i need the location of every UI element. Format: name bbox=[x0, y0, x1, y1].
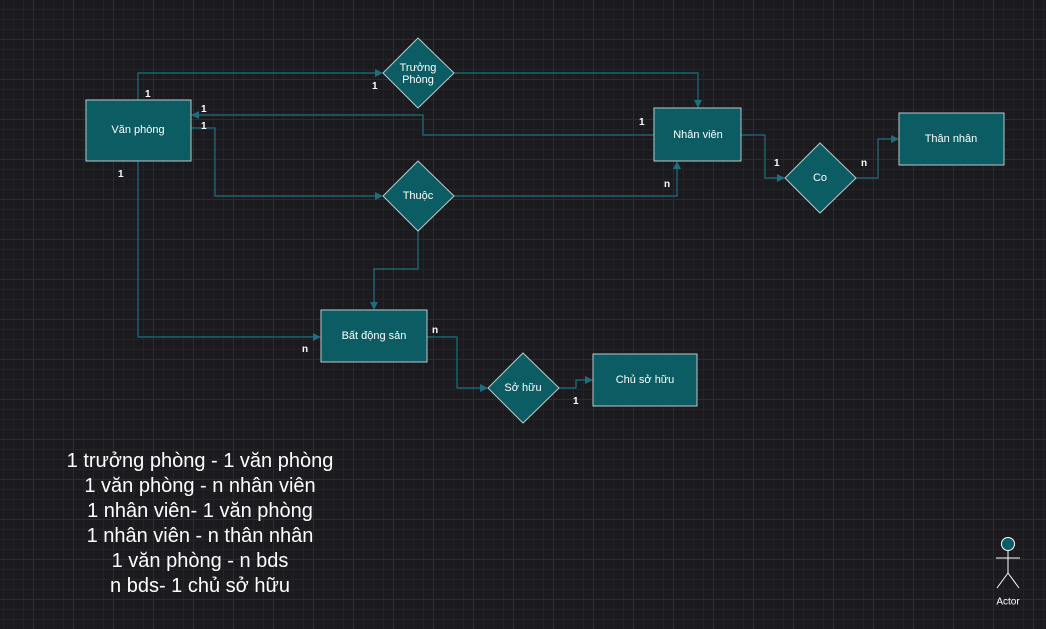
cardinality-label: n bbox=[432, 325, 438, 336]
entity-than-nhan-label: Thân nhân bbox=[925, 133, 978, 145]
cardinality-label: 1 bbox=[573, 396, 579, 407]
edge-thuoc-nhanvien[interactable] bbox=[454, 161, 681, 197]
cardinality-label: 1 bbox=[201, 104, 207, 115]
note-line: 1 nhân viên- 1 văn phòng bbox=[87, 500, 313, 522]
entity-bat-dong-san-label: Bất động sản bbox=[342, 330, 407, 342]
edge-thuoc-batdongsan[interactable] bbox=[370, 231, 419, 310]
entity-van-phong-label: Văn phòng bbox=[111, 124, 164, 136]
relationship-truong-phong-label-line2: Phòng bbox=[402, 74, 434, 86]
entity-than-nhan[interactable]: Thân nhân bbox=[898, 112, 1005, 166]
entity-nhan-vien[interactable]: Nhân viên bbox=[653, 107, 742, 162]
actor-head-icon bbox=[1001, 537, 1015, 551]
note-line: 1 nhân viên - n thân nhân bbox=[86, 525, 314, 547]
entity-van-phong[interactable]: Văn phòng bbox=[85, 99, 192, 162]
note-line: 1 văn phòng - n bds bbox=[111, 550, 289, 572]
cardinality-label: 1 bbox=[145, 89, 151, 100]
edge-co-thannhan[interactable] bbox=[856, 135, 899, 179]
entity-nhan-vien-label: Nhân viên bbox=[673, 129, 723, 141]
edge-truongphong-nhanvien[interactable] bbox=[454, 72, 702, 108]
note-line: n bds- 1 chủ sở hữu bbox=[110, 575, 290, 597]
notes-text-block[interactable]: 1 trưởng phòng - 1 văn phòng 1 văn phòng… bbox=[40, 449, 360, 599]
relationship-so-huu[interactable]: Sở hữu bbox=[487, 352, 560, 424]
relationship-truong-phong-label-line1: Trưởng bbox=[400, 62, 437, 74]
edge-vanphong-batdongsan[interactable] bbox=[137, 161, 321, 341]
edge-sohuu-chusohuu[interactable] bbox=[559, 376, 593, 389]
cardinality-label: 1 bbox=[774, 158, 780, 169]
note-line: 1 văn phòng - n nhân viên bbox=[84, 475, 316, 497]
edge-batdongsan-sohuu[interactable] bbox=[427, 336, 488, 392]
entity-bat-dong-san[interactable]: Bất động sản bbox=[320, 309, 428, 363]
relationship-co-label: Co bbox=[813, 172, 827, 184]
cardinality-label: 1 bbox=[372, 81, 378, 92]
entity-chu-so-huu[interactable]: Chủ sở hữu bbox=[592, 353, 698, 407]
relationship-co[interactable]: Co bbox=[784, 142, 857, 214]
cardinality-label: n bbox=[664, 179, 670, 190]
relationship-thuoc[interactable]: Thuộc bbox=[382, 160, 455, 232]
edge-vanphong-thuoc[interactable] bbox=[191, 127, 383, 200]
note-line: 1 trưởng phòng - 1 văn phòng bbox=[66, 450, 334, 472]
cardinality-label: 1 bbox=[639, 117, 645, 128]
actor-label: Actor bbox=[996, 597, 1020, 608]
cardinality-label: 1 bbox=[201, 121, 207, 132]
relationship-truong-phong[interactable]: Trưởng Phòng bbox=[382, 37, 455, 109]
actor-shape[interactable]: Actor bbox=[996, 537, 1020, 608]
cardinality-label: 1 bbox=[118, 169, 124, 180]
edge-nhanvien-co[interactable] bbox=[741, 134, 785, 182]
edge-nhanvien-vanphong[interactable] bbox=[191, 111, 654, 136]
relationship-thuoc-label: Thuộc bbox=[403, 190, 434, 202]
edge-vanphong-truongphong[interactable] bbox=[137, 69, 383, 100]
relationship-so-huu-label: Sở hữu bbox=[504, 382, 541, 394]
cardinality-label: n bbox=[302, 344, 308, 355]
cardinality-label: n bbox=[861, 158, 867, 169]
entity-chu-so-huu-label: Chủ sở hữu bbox=[616, 374, 675, 386]
